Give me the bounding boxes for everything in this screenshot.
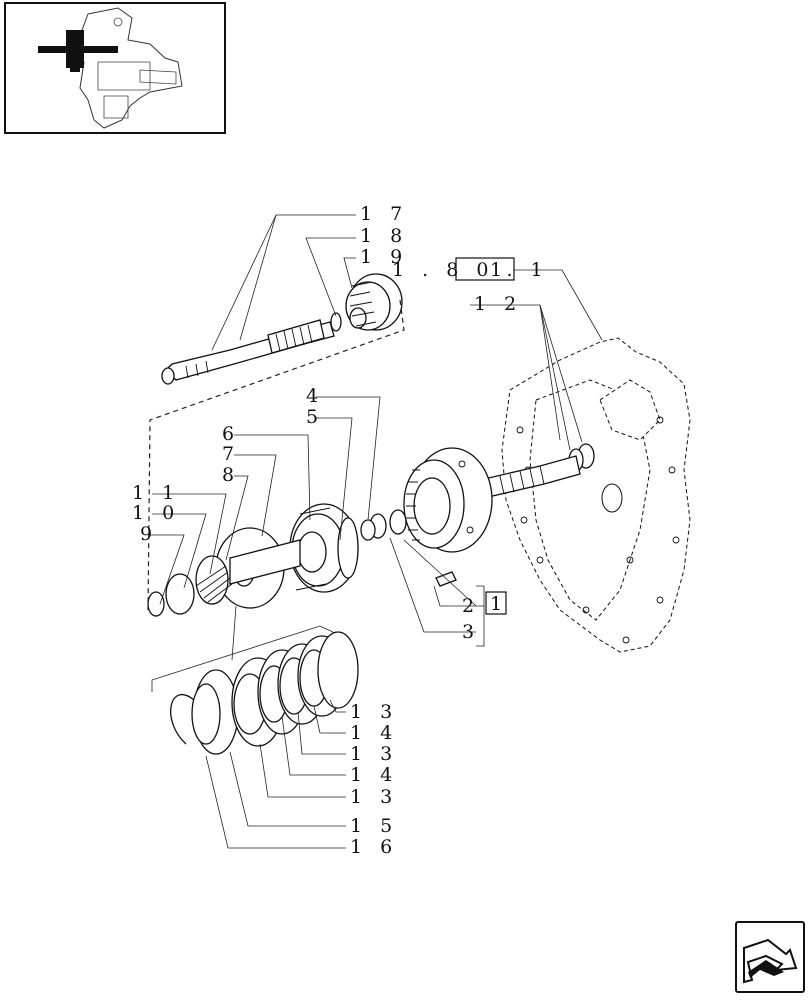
callout-5: 5 [306,406,324,428]
callout-2-box-text: 1 [490,593,508,615]
callout-2: 2 [462,595,480,617]
callout-17: 1 7 [360,203,408,225]
reference-label: 1 . 8 0 . 1 1 [392,257,603,341]
spring-pack [147,527,301,617]
callout-2-box [485,591,507,615]
callout-9: 9 [140,523,158,545]
callout-3: 3 [462,621,480,643]
upper-shaft-assembly [161,273,403,385]
leader-lines [150,214,583,849]
callout-13-a: 1 3 [350,701,398,723]
next-page-arrow-icon[interactable] [735,921,805,993]
callout-14-b: 1 4 [350,764,398,786]
callout-6: 6 [222,423,240,445]
callout-14-a: 1 4 [350,722,398,744]
callout-labels: 1 7 1 8 1 9 1 2 4 5 6 7 8 1 1 1 0 9 2 1 … [132,203,522,858]
callout-4: 4 [306,385,324,407]
callout-15: 1 5 [350,815,398,837]
callout-19: 1 9 [360,246,408,268]
clutch-drum-assembly [360,447,581,587]
callout-13-c: 1 3 [350,786,398,808]
tractor-transmission-thumbnail-icon [38,7,183,129]
callout-11: 1 1 [132,482,180,504]
callout-13-b: 1 3 [350,743,398,765]
callout-12: 1 2 [474,293,522,315]
reference-text: 1 . 8 0 . 1 [392,259,549,281]
callout-10: 1 0 [132,502,180,524]
callout-16: 1 6 [350,836,398,858]
clutch-plates [151,625,359,755]
transmission-casing [501,337,691,653]
callout-7: 7 [222,443,240,465]
thumbnail-frame [4,2,226,134]
reference-box [455,257,515,281]
callout-18: 1 8 [360,225,408,247]
callout-8: 8 [222,464,240,486]
reference-box-text: 1 [490,259,508,281]
